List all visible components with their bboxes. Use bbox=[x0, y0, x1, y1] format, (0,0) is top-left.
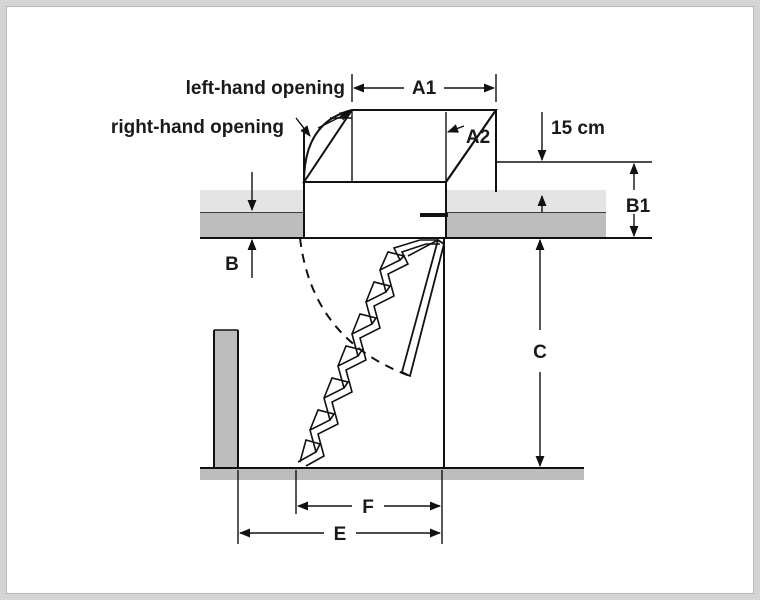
dim-a2 bbox=[445, 112, 465, 182]
label-right-hand-opening: right-hand opening bbox=[111, 117, 284, 138]
label-left-hand-opening: left-hand opening bbox=[186, 78, 345, 99]
diagram-panel bbox=[6, 6, 754, 594]
lower-floor bbox=[200, 467, 584, 480]
dim-a1 bbox=[351, 74, 497, 102]
label-a2: A2 bbox=[466, 127, 490, 148]
label-a1: A1 bbox=[412, 78, 437, 99]
lower-wall bbox=[213, 329, 239, 468]
label-b1: B1 bbox=[626, 196, 651, 217]
upper-floor-shade bbox=[446, 190, 606, 212]
hinge-bar bbox=[420, 213, 448, 217]
hatch-casing bbox=[302, 109, 498, 239]
label-e: E bbox=[334, 524, 347, 545]
door-swing-dashed-arc bbox=[299, 237, 411, 377]
label-c: C bbox=[533, 342, 547, 363]
dim-e bbox=[237, 470, 442, 544]
label-15cm: 15 cm bbox=[551, 118, 605, 139]
right-hand-arrow bbox=[317, 111, 352, 129]
label-f: F bbox=[362, 497, 374, 518]
ceiling-slab-right bbox=[446, 211, 652, 239]
dim-f bbox=[295, 470, 443, 544]
left-hand-arrow bbox=[295, 117, 311, 137]
scissor-ladder bbox=[297, 239, 440, 467]
ceiling-slab-left bbox=[200, 211, 304, 239]
dim-15cm bbox=[496, 112, 652, 212]
label-b: B bbox=[225, 254, 239, 275]
folding-panel bbox=[400, 238, 446, 378]
